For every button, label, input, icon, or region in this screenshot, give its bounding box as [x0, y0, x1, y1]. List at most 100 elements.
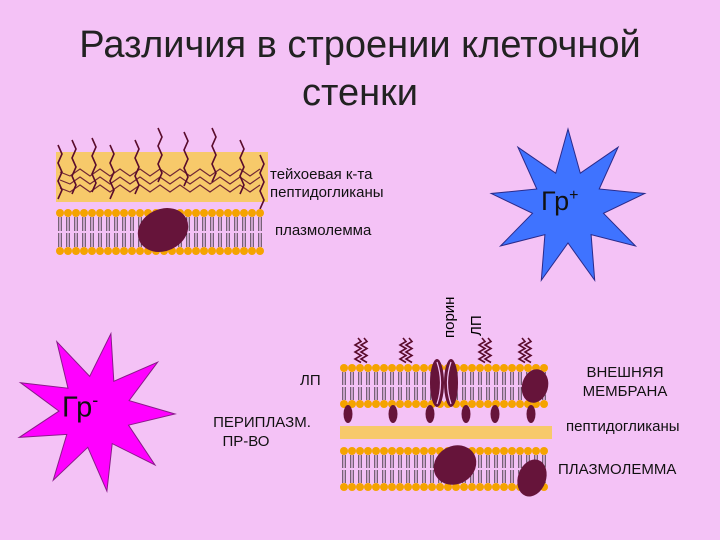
- lipid-head: [380, 447, 388, 455]
- lipid-tail: [462, 372, 466, 385]
- teichoic-acid-chain: [259, 154, 265, 210]
- lipid-tail: [374, 470, 378, 483]
- lipid-tail: [374, 455, 378, 468]
- lipid-tail: [366, 470, 370, 483]
- lipid-head: [388, 483, 396, 491]
- lipid-head: [476, 483, 484, 491]
- lipid-head: [136, 247, 144, 255]
- lps-chain: [398, 337, 408, 364]
- peptidoglycan-crosslink: [59, 168, 261, 177]
- lipid-tail: [494, 372, 498, 385]
- lipid-tail: [186, 233, 190, 247]
- lipid-tail: [114, 217, 118, 231]
- lipid-head: [404, 447, 412, 455]
- lipid-head: [524, 364, 532, 372]
- lipid-head: [128, 247, 136, 255]
- lipid-head: [356, 364, 364, 372]
- lipid-head: [184, 209, 192, 217]
- lipid-tail: [358, 387, 362, 400]
- teichoic-acid-chain: [57, 144, 63, 200]
- lps-chain: [483, 337, 493, 364]
- gram-positive-star: [489, 127, 647, 283]
- lipid-tail: [510, 455, 514, 468]
- lipid-tail: [242, 217, 246, 231]
- lipoprotein: [490, 405, 500, 423]
- lipid-head: [372, 447, 380, 455]
- lipid-head: [88, 247, 96, 255]
- lipoproteins: [343, 405, 536, 423]
- lipid-head: [452, 483, 460, 491]
- lipid-head: [112, 209, 120, 217]
- lipid-tail: [510, 387, 514, 400]
- gram-negative-star: [17, 331, 177, 494]
- lipid-tail: [342, 455, 346, 468]
- lipid-head: [340, 483, 348, 491]
- lipid-tail: [358, 455, 362, 468]
- lipid-head: [104, 247, 112, 255]
- lipid-tail: [74, 233, 78, 247]
- peptidoglycan-label-neg: пептидогликаны: [566, 418, 680, 435]
- lipid-head: [396, 447, 404, 455]
- lipid-tail: [510, 372, 514, 385]
- lipid-head: [412, 447, 420, 455]
- lipid-head: [396, 483, 404, 491]
- lipid-head: [492, 447, 500, 455]
- lipid-tail: [218, 233, 222, 247]
- lps-chain: [353, 337, 363, 364]
- lipid-head: [72, 209, 80, 217]
- lipid-tail: [422, 455, 426, 468]
- gram-positive-wall: [56, 127, 268, 255]
- lipoprotein: [343, 405, 353, 423]
- gram-negative-wall: [340, 337, 552, 497]
- lipid-head: [80, 209, 88, 217]
- lipid-head: [404, 483, 412, 491]
- lipid-tail: [398, 372, 402, 385]
- membrane-protein: [517, 459, 547, 497]
- lipid-tail: [518, 372, 522, 385]
- porin-channel: [436, 361, 452, 405]
- lipid-tail: [82, 233, 86, 247]
- lipid-tail: [502, 470, 506, 483]
- lps-chain: [404, 337, 414, 364]
- lipid-tail: [486, 372, 490, 385]
- lipid-head: [348, 483, 356, 491]
- lipid-head: [56, 247, 64, 255]
- lipid-tail: [74, 217, 78, 231]
- lipid-head: [224, 209, 232, 217]
- lipid-tail: [122, 217, 126, 231]
- lipid-head: [476, 400, 484, 408]
- lipid-head: [516, 364, 524, 372]
- lipid-tail: [414, 387, 418, 400]
- lipid-head: [176, 247, 184, 255]
- lipoprotein: [425, 405, 435, 423]
- lipid-head: [372, 483, 380, 491]
- lipid-head: [64, 209, 72, 217]
- lipid-tail: [258, 217, 262, 231]
- lipid-tail: [342, 372, 346, 385]
- lipid-tail: [518, 455, 522, 468]
- lipid-tail: [366, 455, 370, 468]
- lipid-head: [476, 364, 484, 372]
- lipid-head: [484, 364, 492, 372]
- outer-membrane-label-line1: ВНЕШНЯЯ: [586, 364, 664, 381]
- lipid-head: [412, 364, 420, 372]
- teichoic-acid-chain: [71, 139, 77, 195]
- lipid-head: [500, 483, 508, 491]
- lipoprotein: [388, 405, 398, 423]
- lipid-tail: [390, 387, 394, 400]
- lipid-head: [420, 364, 428, 372]
- gram-positive-label: Гр+: [541, 186, 579, 216]
- lipid-head: [184, 247, 192, 255]
- lipid-tail: [350, 455, 354, 468]
- lipoprotein: [526, 405, 536, 423]
- outer-membrane: [340, 364, 548, 408]
- lipid-tail: [106, 233, 110, 247]
- lipid-head: [348, 364, 356, 372]
- lipid-tail: [98, 233, 102, 247]
- lipid-tail: [390, 372, 394, 385]
- lipid-head: [540, 400, 548, 408]
- lipid-head: [216, 209, 224, 217]
- lipid-head: [460, 483, 468, 491]
- lipid-head: [224, 247, 232, 255]
